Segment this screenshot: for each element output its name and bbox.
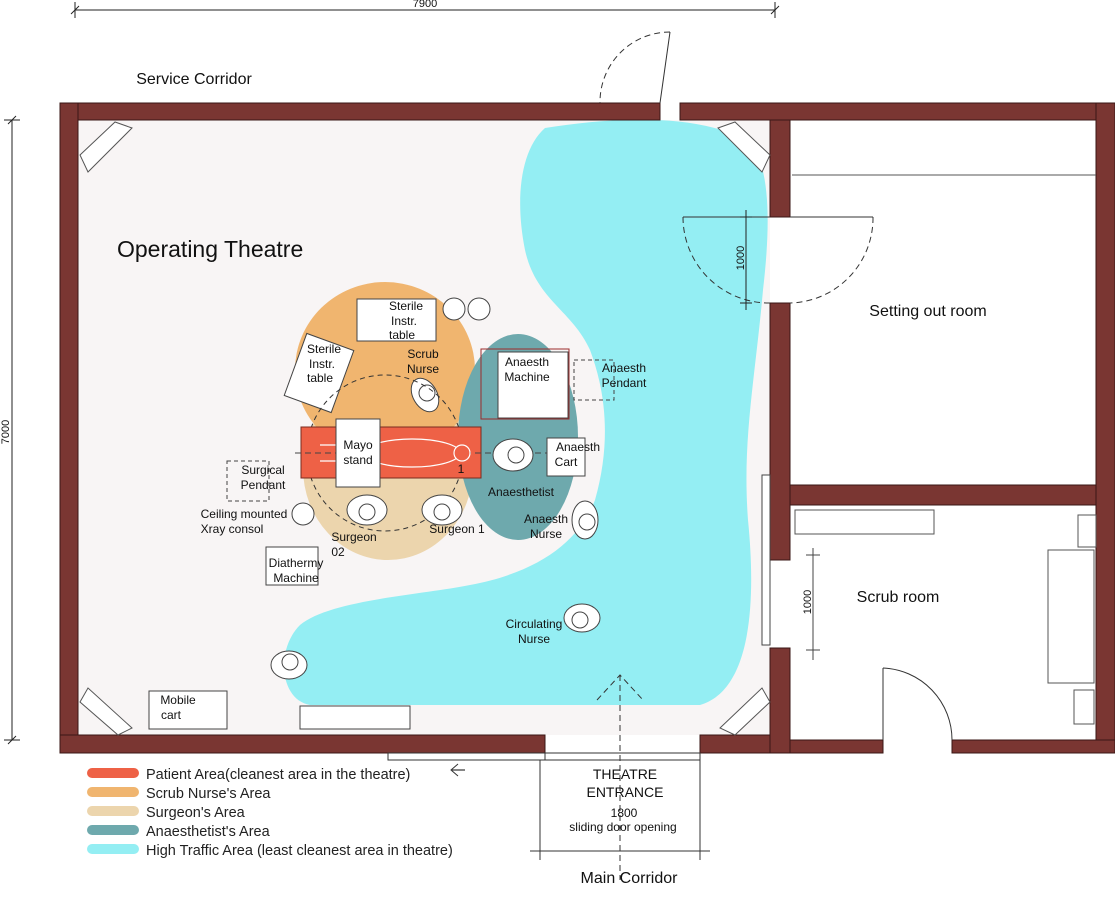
surgical-pendant: Surgical Pendant	[226, 460, 286, 502]
main-corridor-label: Main Corridor	[581, 870, 679, 887]
setting-out-room-label: Setting out room	[869, 303, 986, 320]
anaesth-pendant-line1: Anaesth	[602, 361, 646, 375]
xray-console-unit	[291, 502, 315, 526]
legend-swatch-high-traffic	[87, 844, 139, 854]
anaesth-pendant-line2: Pendant	[602, 376, 647, 390]
operating-theatre-title: Operating Theatre	[117, 236, 303, 262]
height-dimension-label: 7000	[0, 420, 12, 444]
anaesth-machine-line1: Anaesth	[505, 355, 549, 369]
sterile-left-line2: Instr.	[309, 357, 335, 371]
legend-label-anaesthetist: Anaesthetist's Area	[146, 824, 271, 840]
scrub-room-floor	[790, 505, 1096, 740]
anaesth-nurse-figure	[571, 500, 599, 540]
diathermy-machine: Diathermy Machine	[265, 546, 324, 586]
sterile-instrument-table-left: Sterile Instr. table	[283, 332, 355, 414]
stool-b	[467, 297, 491, 321]
sterile-left-line3: table	[307, 371, 333, 385]
width-dimension-label: 7900	[413, 0, 437, 10]
sterile-top-line1: Sterile	[389, 299, 423, 313]
walls	[59, 102, 1115, 754]
legend-swatch-scrub-nurse	[87, 787, 139, 797]
mayo-stand: Mayo stand	[335, 418, 381, 488]
corner-fillets	[79, 121, 771, 736]
anaesth-nurse-line2: Nurse	[530, 527, 562, 541]
surgeon-1-figure	[421, 494, 463, 526]
entrance-line2: ENTRANCE	[586, 784, 663, 800]
legend-item: Surgeon's Area	[87, 805, 246, 821]
legend-item: Anaesthetist's Area	[87, 824, 271, 840]
legend-swatch-anaesthetist	[87, 825, 139, 835]
mayo-stand-line2: stand	[343, 453, 372, 467]
mayo-stand-line1: Mayo	[343, 438, 373, 452]
anaesthesia-cart: Anaesth Cart	[546, 437, 600, 477]
circulating-nurse-line1: Circulating	[506, 617, 563, 631]
legend-item: High Traffic Area (least cleanest area i…	[87, 843, 453, 859]
high-traffic-zone	[283, 119, 768, 706]
surgeon-1-label: Surgeon 1	[429, 522, 485, 536]
scrub-opening[interactable]	[761, 474, 820, 660]
wall-bench	[299, 705, 411, 730]
service-door[interactable]	[599, 31, 671, 104]
sterile-instrument-table-top: Sterile Instr. table	[356, 298, 437, 342]
diathermy-line2: Machine	[273, 571, 319, 585]
door-1000-dimension	[740, 210, 752, 310]
staff-figure	[270, 650, 308, 680]
surgeon-02-line2: 02	[331, 545, 345, 559]
entrance-width: 1800	[611, 806, 638, 820]
circulating-nurse-line2: Nurse	[518, 632, 550, 646]
legend-swatch-patient	[87, 768, 139, 778]
setting-out-door[interactable]	[682, 216, 874, 304]
entrance-sliding-door[interactable]	[387, 674, 710, 880]
legend-label-high-traffic: High Traffic Area (least cleanest area i…	[146, 843, 453, 859]
height-dimension	[4, 115, 20, 745]
legend-item: Scrub Nurse's Area	[87, 786, 271, 802]
width-dimension	[70, 2, 780, 18]
mobile-cart-line1: Mobile	[160, 693, 196, 707]
entrance-line1: THEATRE	[593, 766, 657, 782]
scrub-nurse-figure	[410, 377, 440, 413]
scrub-opening-label: 1000	[802, 590, 814, 614]
mobile-cart: Mobile cart	[148, 690, 228, 730]
surgical-pendant-line2: Pendant	[241, 478, 286, 492]
door-dimension-label: 1000	[735, 246, 747, 270]
anaesth-nurse-line1: Anaesth	[524, 512, 568, 526]
scrub-room-door[interactable]	[882, 667, 953, 741]
scrub-nurse-line2: Nurse	[407, 362, 439, 376]
circulating-nurse-figure	[563, 603, 601, 633]
mobile-cart-line2: cart	[161, 708, 182, 722]
sterile-top-line2: Instr.	[391, 314, 417, 328]
surgeon-02-line1: Surgeon	[331, 530, 376, 544]
service-corridor-label: Service Corridor	[136, 71, 252, 88]
scrub-nurse-line1: Scrub	[407, 347, 439, 361]
sterile-left-line1: Sterile	[307, 342, 341, 356]
legend-item: Patient Area(cleanest area in the theatr…	[87, 767, 410, 783]
sterile-top-line3: table	[389, 328, 415, 342]
setting-out-floor	[790, 120, 1096, 495]
scrub-room-label: Scrub room	[857, 589, 940, 606]
anaesthesia-machine: Anaesth Machine	[480, 348, 570, 420]
entrance-note: sliding door opening	[569, 820, 676, 834]
legend-label-patient: Patient Area(cleanest area in the theatr…	[146, 767, 410, 783]
xray-console-line1: Ceiling mounted	[201, 507, 288, 521]
surgeon-02-figure	[346, 494, 388, 526]
legend-label-scrub-nurse: Scrub Nurse's Area	[146, 786, 271, 802]
anaesthetist-label: Anaesthetist	[488, 485, 555, 499]
anaesth-cart-line2: Cart	[555, 455, 578, 469]
legend-swatch-surgeon	[87, 806, 139, 816]
xray-console-line2: Xray consol	[201, 522, 264, 536]
anaesth-cart-line1: Anaesth	[556, 440, 600, 454]
table-marker-label: 1	[458, 462, 465, 476]
anaesth-machine-line2: Machine	[504, 370, 550, 384]
legend: Patient Area(cleanest area in the theatr…	[87, 767, 453, 859]
stool-a	[442, 297, 466, 321]
surgical-pendant-line1: Surgical	[241, 463, 284, 477]
anaesthesia-pendant: Anaesth Pendant	[573, 359, 647, 401]
diathermy-line1: Diathermy	[269, 556, 324, 570]
anaesthetist-figure	[492, 438, 534, 472]
legend-label-surgeon: Surgeon's Area	[146, 805, 246, 821]
scrub-room-fixtures	[794, 509, 1097, 725]
